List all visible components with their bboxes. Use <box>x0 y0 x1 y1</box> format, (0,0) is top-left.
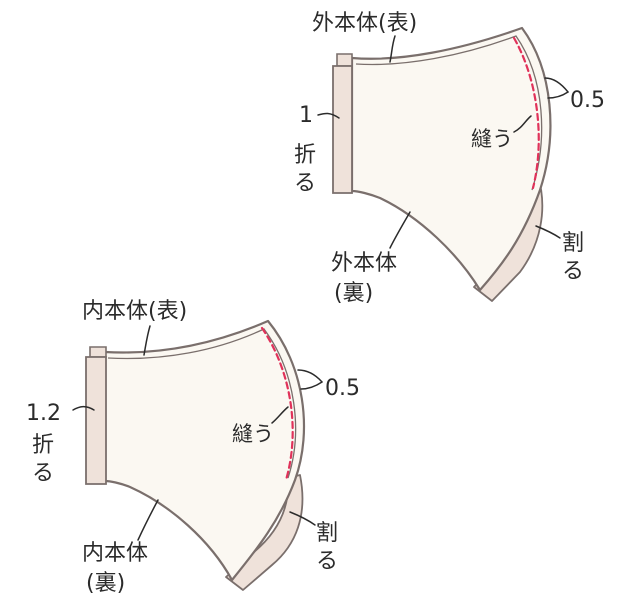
outer-back-label-2: (裏) <box>334 281 373 306</box>
inner-back-leader <box>137 499 159 541</box>
outer-back-leader <box>389 211 411 249</box>
inner-title-leader <box>143 325 151 356</box>
outer-title-label: 外本体(表) <box>312 11 417 36</box>
inner-open-label-1: 割 <box>316 521 338 546</box>
inner-top-fold-tab <box>89 346 107 358</box>
outer-back-label-1: 外本体 <box>331 251 397 276</box>
outer-open-label-2: る <box>562 259 584 284</box>
outer-open-leader <box>535 225 561 239</box>
inner-seam-allowance-label: 0.5 <box>325 376 360 401</box>
inner-fold-label-2: る <box>32 461 54 486</box>
inner-fold-leader <box>72 405 95 411</box>
inner-left-fold-strip <box>85 356 107 485</box>
outer-sew-label: 縫う <box>471 127 513 151</box>
outer-seam-leader-b <box>547 91 569 99</box>
outer-body-inner-edge <box>355 35 543 191</box>
outer-left-fold-strip <box>332 65 353 194</box>
outer-sew-leader <box>513 115 532 133</box>
inner-sew-leader <box>271 406 289 424</box>
outer-seam-leader-a <box>544 77 569 93</box>
outer-top-fold-tab <box>336 53 353 67</box>
outer-body-piece <box>332 26 552 302</box>
outer-body-fabric <box>350 26 552 292</box>
inner-seam-leader-b <box>300 381 323 390</box>
outer-fold-label-2: る <box>294 171 316 196</box>
inner-body-inner-edge <box>107 328 297 479</box>
inner-open-label-2: る <box>316 549 338 574</box>
inner-open-leader <box>289 511 316 526</box>
outer-seam-allowance-label: 0.5 <box>570 88 605 113</box>
outer-fold-amount-label: 1 <box>299 103 313 128</box>
inner-body-piece <box>85 319 306 591</box>
inner-title-label: 内本体(表) <box>82 299 187 324</box>
inner-body-fabric <box>103 319 306 582</box>
inner-sew-label: 縫う <box>232 422 274 446</box>
inner-fold-amount-label: 1.2 <box>26 401 61 426</box>
inner-back-label-2: (裏) <box>86 571 125 596</box>
inner-stitch-line <box>260 326 294 482</box>
outer-fold-leader <box>317 112 340 119</box>
outer-fold-label-1: 折 <box>294 143 316 168</box>
inner-back-label-1: 内本体 <box>82 541 148 566</box>
outer-open-label-1: 割 <box>562 231 584 256</box>
outer-stitch-line <box>512 36 540 190</box>
inner-seam-leader-a <box>297 369 323 383</box>
outer-title-leader <box>389 35 396 63</box>
inner-fold-label-1: 折 <box>32 433 54 458</box>
